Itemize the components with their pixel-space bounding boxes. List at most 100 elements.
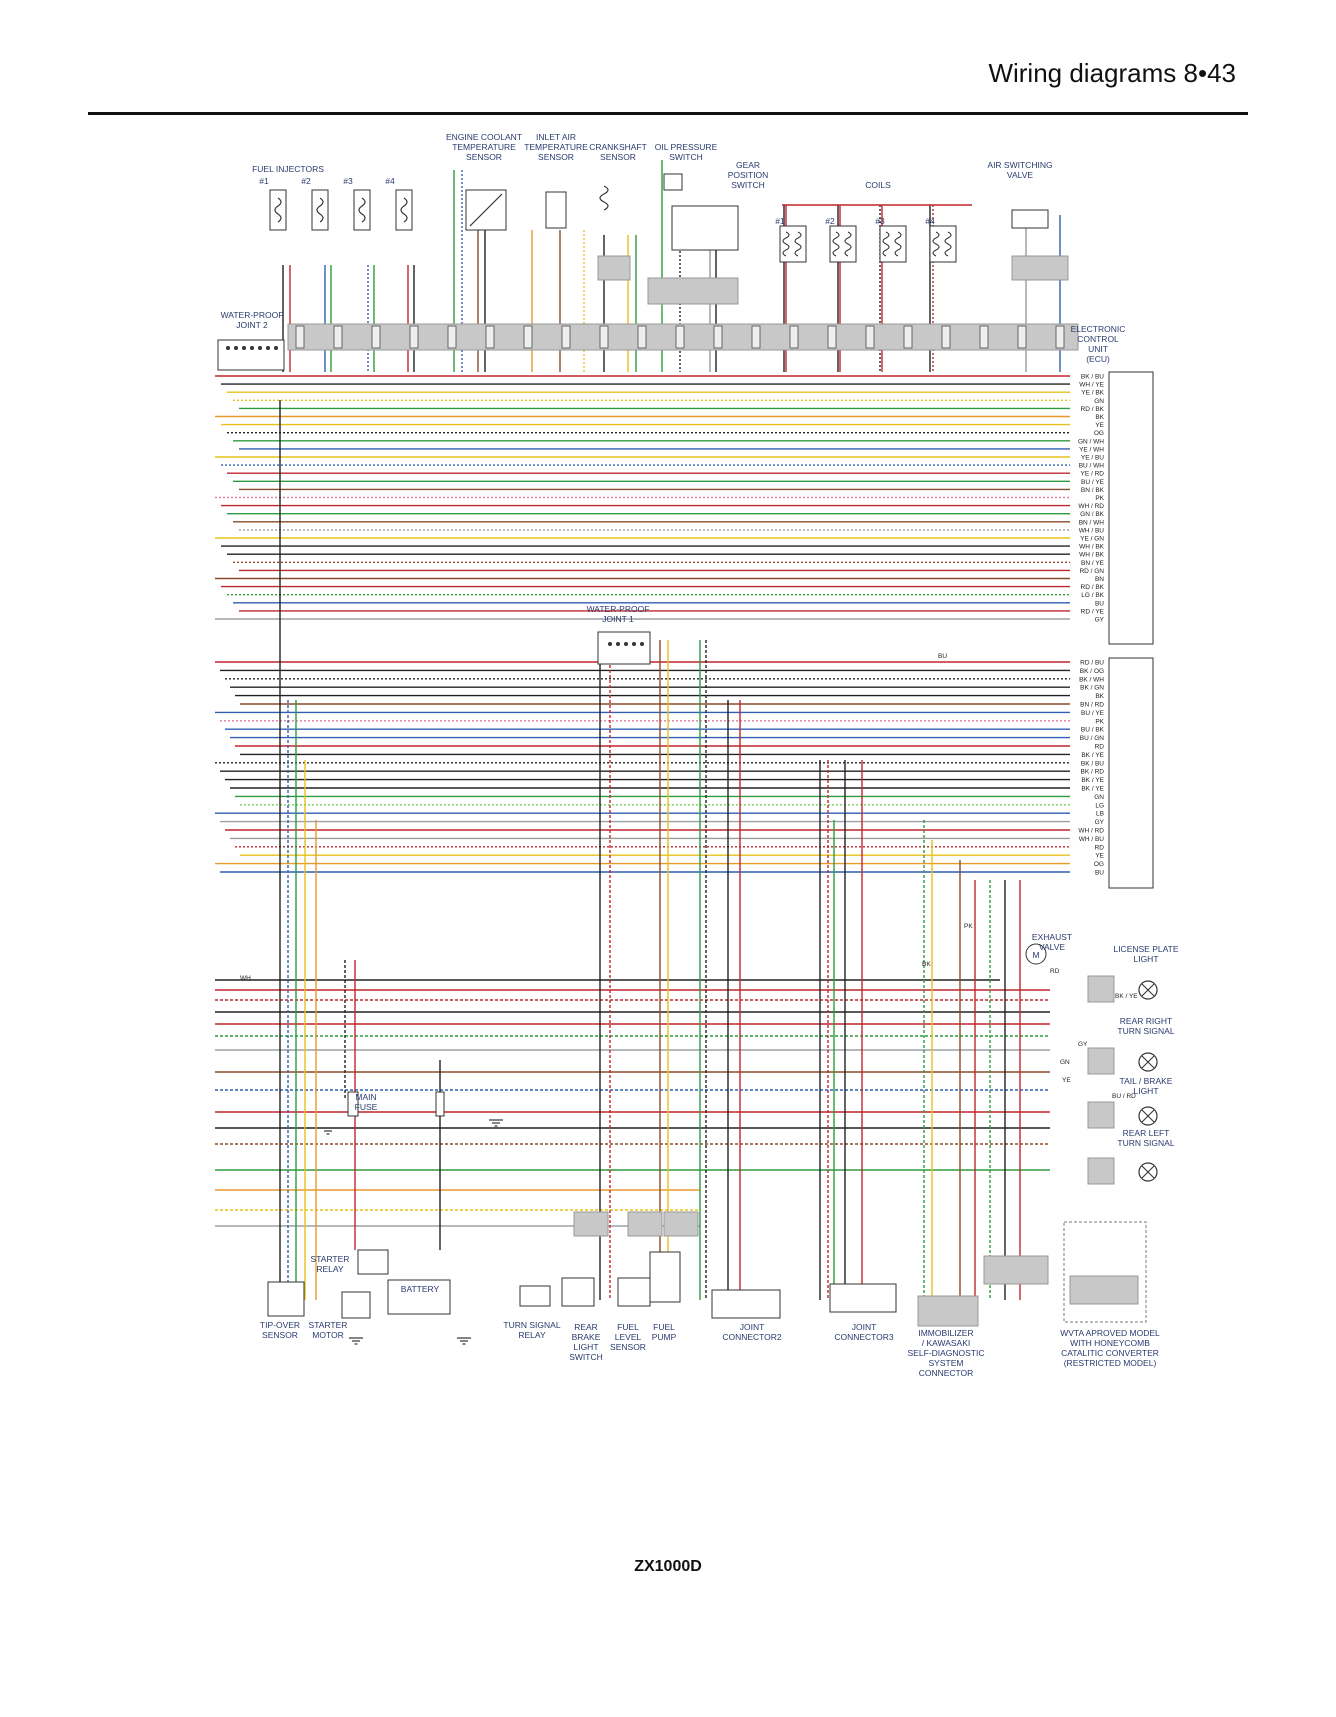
component-label-engine_coolant: TEMPERATURE: [452, 142, 516, 152]
ecu-pin-label: PK: [1095, 495, 1104, 502]
main-fuse-icon: [347, 1091, 359, 1117]
ecu-pin-label: PK: [1095, 718, 1104, 725]
injector-number: #1: [259, 176, 269, 186]
component-label-starter_motor: MOTOR: [312, 1330, 343, 1340]
fuse-icon: [435, 1091, 445, 1117]
component-label-fuel_pump: FUEL: [653, 1322, 675, 1332]
ecu-pin-label: BU / YE: [1081, 710, 1105, 717]
component-label-rear_brake: BRAKE: [572, 1332, 601, 1342]
joint-pin: [608, 642, 612, 646]
air-switching-valve-icon: [1011, 209, 1049, 229]
connector-pin: [865, 325, 875, 349]
ecu-pin-label: BK / YE: [1081, 752, 1104, 759]
component-label-air_switching: AIR SWITCHING: [987, 160, 1052, 170]
coil-winding-icon: [894, 231, 902, 257]
component-label-crankshaft: SENSOR: [600, 152, 636, 162]
component-label-tail_brake: LIGHT: [1133, 1086, 1158, 1096]
ecu-pin-label: RD / YE: [1081, 608, 1105, 615]
connector-pin: [561, 325, 571, 349]
component-label-wp_joint2: WATER-PROOF: [221, 310, 284, 320]
component-label-rear_left_turn: REAR LEFT: [1123, 1128, 1170, 1138]
wire-layer: [215, 160, 1070, 1300]
component-label-rear_right_turn: REAR RIGHT: [1120, 1016, 1172, 1026]
component-label-air_switching: VALVE: [1007, 170, 1033, 180]
rear-brake-switch-icon: [561, 1277, 595, 1307]
joint-pin: [640, 642, 644, 646]
page-header-title: Wiring diagrams 8•43: [988, 58, 1236, 88]
ecu-pin-label: BN / WH: [1079, 519, 1105, 526]
wire-color-label: BU / RD: [1112, 1093, 1136, 1100]
model-code: ZX1000D: [634, 1558, 702, 1575]
ecu-pin-label: GN / BK: [1080, 511, 1105, 518]
component-label-rear_brake: SWITCH: [569, 1352, 603, 1362]
lower-connector: [573, 1211, 609, 1237]
coil-winding-icon: [944, 231, 952, 257]
joint-pin: [226, 346, 230, 350]
exhaust-valve-motor-icon: [1025, 943, 1047, 965]
component-label-starter_motor: STARTER: [309, 1320, 348, 1330]
component-label-joint_connector3: CONNECTOR3: [834, 1332, 894, 1342]
joint-pin: [616, 642, 620, 646]
ecu-pin-label: BK: [1095, 693, 1104, 700]
injector-coil-icon: [400, 197, 408, 223]
component-label-immobilizer: CONNECTOR: [919, 1368, 974, 1378]
connector-pin: [295, 325, 305, 349]
ecu-upper-block: [1108, 371, 1154, 645]
connector-pin: [903, 325, 913, 349]
coil-winding-icon: [844, 231, 852, 257]
lamp-cross-icon: [1141, 1109, 1155, 1123]
header-rule: [88, 112, 1248, 115]
component-label-engine_coolant: SENSOR: [466, 152, 502, 162]
joint-pin: [250, 346, 254, 350]
ignition-coil-3-icon: [879, 225, 907, 263]
starter-motor-icon: [341, 1291, 371, 1319]
ecu-pin-label: BU: [1095, 600, 1104, 607]
connector-pin: [637, 325, 647, 349]
connector-pin: [789, 325, 799, 349]
component-label-immobilizer: SYSTEM: [929, 1358, 964, 1368]
ecu-pin-label: OG: [1094, 430, 1104, 437]
component-label-fuel_level: SENSOR: [610, 1342, 646, 1352]
joint-connector3-box: [829, 1283, 897, 1313]
injector-number: #3: [343, 176, 353, 186]
wvta-side-connector: [983, 1255, 1049, 1285]
ecu-pin-label: BK / BU: [1081, 760, 1104, 767]
motor-symbol: M: [1032, 950, 1039, 960]
connector-pin: [1017, 325, 1027, 349]
component-label-turn_signal_relay: RELAY: [518, 1330, 546, 1340]
ecu-pin-label: GN: [1094, 794, 1104, 801]
fuel-injector-4-icon: [395, 189, 413, 231]
ecu-pin-label: BU / WH: [1079, 463, 1105, 470]
ecu-pin-label: WH / YE: [1079, 382, 1104, 389]
lower-connector: [627, 1211, 663, 1237]
component-label-fuel_pump: PUMP: [652, 1332, 677, 1342]
injector-coil-icon: [316, 197, 324, 223]
ecu-pin-label: RD: [1095, 744, 1105, 751]
ecu-pin-label: BU / BK: [1081, 727, 1105, 734]
injector-coil-icon: [358, 197, 366, 223]
component-label-inlet_air: SENSOR: [538, 152, 574, 162]
injector-number: #4: [385, 176, 395, 186]
joint-pin: [258, 346, 262, 350]
ecu-pin-label: BK / BU: [1081, 374, 1104, 381]
ecu-pin-label: RD / GN: [1079, 568, 1104, 575]
ecu-pin-label: RD / BK: [1081, 584, 1105, 591]
wire-color-label: YE: [1062, 1077, 1071, 1084]
ecu-pin-label: RD / BK: [1081, 406, 1105, 413]
component-label-oil_pressure: SWITCH: [669, 152, 703, 162]
ecu-pin-label: GY: [1095, 819, 1105, 826]
component-label-joint_connector2: CONNECTOR2: [722, 1332, 782, 1342]
wire-color-label: RD: [1050, 968, 1060, 975]
ecu-pin-label: YE / RD: [1081, 471, 1105, 478]
crank-connector: [597, 255, 631, 281]
starter-relay-icon: [357, 1249, 389, 1275]
component-label-wvta: CATALITIC CONVERTER: [1061, 1348, 1159, 1358]
component-label-ecu: (ECU): [1086, 354, 1110, 364]
lamp-connector: [1087, 1101, 1115, 1129]
wvta-connector: [1069, 1275, 1139, 1305]
coil-winding-icon: [832, 231, 840, 257]
component-label-gear_position: POSITION: [728, 170, 769, 180]
ecu-pin-label: BK / YE: [1081, 777, 1104, 784]
coil-number: #4: [925, 216, 935, 226]
component-label-starter_relay: RELAY: [316, 1264, 344, 1274]
